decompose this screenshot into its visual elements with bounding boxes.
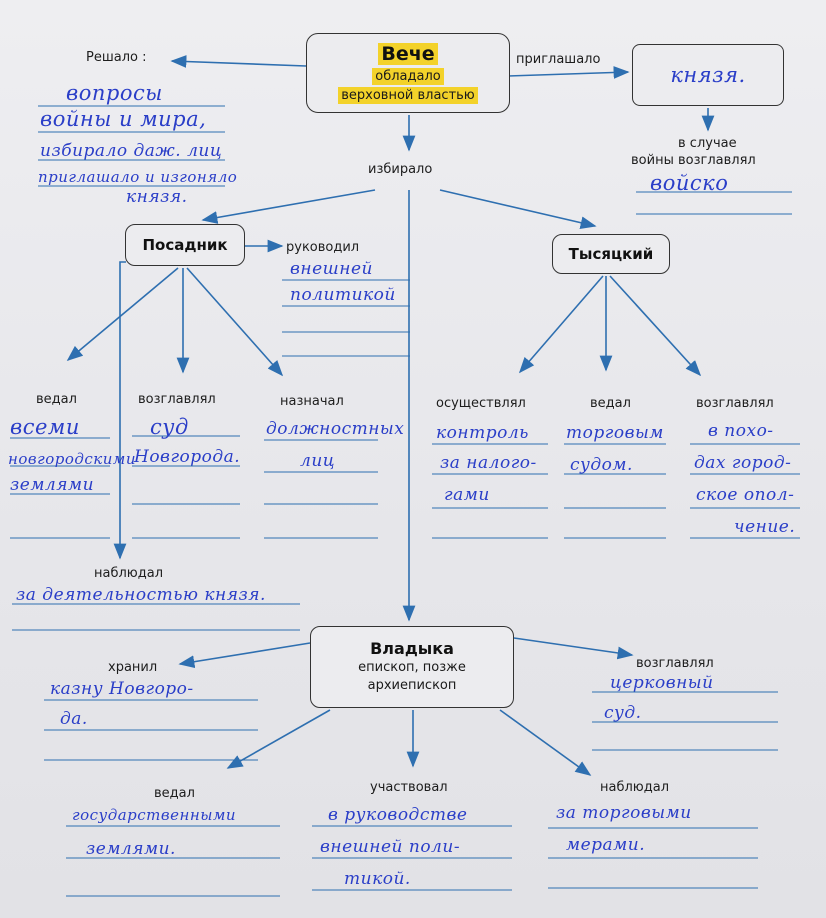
uchastvoval-label: участвовал <box>370 780 448 795</box>
vladyka-title: Владыка <box>370 639 454 658</box>
osushchestvlyal-text-1: контроль <box>436 423 529 443</box>
rukovodil-label: руководил <box>286 240 360 255</box>
tysyatsky-vozglavlyal-text-2: дах город- <box>694 453 792 473</box>
knyaz-box: князя. <box>632 44 784 106</box>
posadnik-title: Посадник <box>142 236 228 254</box>
uchastvoval-text-2: внешней поли- <box>320 837 461 857</box>
hranil-text-1: казну Новгоро- <box>50 679 194 699</box>
tysyatsky-vozglavlyal-label: возглавлял <box>696 396 774 411</box>
tysyatsky-vozglavlyal-text-4: чение. <box>734 517 796 537</box>
nablyudal-text: за деятельностью князя. <box>16 585 266 605</box>
vojsko-text: войско <box>650 171 729 195</box>
vladyka-vozglavlyal-text-2: суд. <box>604 703 642 723</box>
arrow-vladyka-hranil <box>178 642 311 669</box>
arrow-vladyka-vedal <box>226 709 331 769</box>
osushchestvlyal-label: осуществлял <box>436 396 526 411</box>
vladyka-nablyudal-label: наблюдал <box>600 780 669 795</box>
vladyka-vedal-text-1: государственными <box>72 806 237 824</box>
posadnik-vozglavlyal-text-2: Новгорода. <box>134 447 241 467</box>
reshalo-label: Решало : <box>86 50 147 65</box>
arrow-izbiralo-tysyatsky <box>439 189 597 229</box>
posadnik-vedal-text-3: землями <box>10 475 95 495</box>
reshalo-text-3: избирало даж. лиц <box>40 141 223 161</box>
vladyka-vozglavlyal-text-1: церковный <box>610 673 714 693</box>
veche-line2: верховной властью <box>338 86 478 104</box>
vladyka-vozglavlyal-label: возглавлял <box>636 656 714 671</box>
arrow-izbiralo-posadnik <box>201 189 376 224</box>
knyaz-text: князя. <box>670 63 746 87</box>
uchastvoval-text-1: в руководстве <box>328 805 468 825</box>
arrow-veche-priglashalo <box>507 66 630 79</box>
vladyka-sub1: епископ, позже <box>358 660 466 675</box>
reshalo-text-4: приглашало и изгоняло <box>38 168 238 186</box>
veche-box: Вече обладало верховной властью <box>306 33 510 113</box>
vladyka-vedal-label: ведал <box>154 786 195 801</box>
tysyatsky-vedal-text-1: торговым <box>566 423 664 443</box>
arrow-vladyka-nablyudal <box>499 709 592 776</box>
posadnik-vozglavlyal-label: возглавлял <box>138 392 216 407</box>
vladyka-vedal-text-2: землями. <box>86 839 176 859</box>
posadnik-box: Посадник <box>125 224 245 266</box>
tysyatsky-box: Тысяцкий <box>552 234 670 274</box>
osushchestvlyal-text-2: за налого- <box>440 453 537 473</box>
vojny-vozglavlyal-label: войны возглавлял <box>631 153 756 168</box>
rukovodil-text-1: внешней <box>290 259 373 279</box>
tysyatsky-vozglavlyal-text-1: в похо- <box>708 421 774 441</box>
reshalo-text-2: войны и мира, <box>40 107 207 131</box>
naznachal-text-1: должностных <box>266 419 405 439</box>
izbiralo-label: избирало <box>368 162 433 177</box>
tysyatsky-title: Тысяцкий <box>568 245 654 263</box>
vladyka-nablyudal-text-2: мерами. <box>566 835 646 855</box>
hranil-label: хранил <box>108 660 158 675</box>
uchastvoval-text-3: тикой. <box>344 869 411 889</box>
vladyka-nablyudal-text-1: за торговыми <box>556 803 692 823</box>
arrow-posadnik-vedal <box>66 267 179 362</box>
arrow-posadnik-nablyudal <box>113 261 127 560</box>
veche-line1: обладало <box>372 67 444 85</box>
posadnik-vozglavlyal-text-1: суд <box>150 415 189 439</box>
hranil-text-2: да. <box>60 709 88 729</box>
vladyka-sub2: архиепископ <box>367 678 457 693</box>
vladyka-box: Владыка епископ, позже архиепископ <box>310 626 514 708</box>
posadnik-vedal-label: ведал <box>36 392 77 407</box>
veche-title: Вече <box>378 42 438 65</box>
posadnik-vedal-text-1: всеми <box>10 415 80 439</box>
arrow-tysyatsky-vozglavlyal <box>609 275 702 377</box>
arrow-posadnik-naznachal <box>186 267 284 377</box>
tysyatsky-vedal-text-2: судом. <box>570 455 633 475</box>
reshalo-text-1: вопросы <box>66 81 163 105</box>
osushchestvlyal-text-3: гами <box>444 485 490 505</box>
answer-lines <box>10 105 800 897</box>
rukovodil-text-2: политикой <box>290 285 396 305</box>
naznachal-label: назначал <box>280 394 344 409</box>
reshalo-text-5: князя. <box>126 187 188 207</box>
tysyatsky-vedal-label: ведал <box>590 396 631 411</box>
posadnik-vedal-text-2: новгородскими <box>8 450 137 468</box>
arrow-tysyatsky-osushchestvlyal <box>518 275 604 374</box>
arrow-veche-reshalo <box>170 55 307 68</box>
priglashalo-label: приглашало <box>516 52 601 67</box>
naznachal-text-2: лиц <box>300 451 336 471</box>
arrow-vladyka-vozglavlyal <box>513 637 634 660</box>
nablyudal-label: наблюдал <box>94 566 163 581</box>
v-sluchae-label: в случае <box>678 136 737 151</box>
tysyatsky-vozglavlyal-text-3: ское опол- <box>696 485 795 505</box>
